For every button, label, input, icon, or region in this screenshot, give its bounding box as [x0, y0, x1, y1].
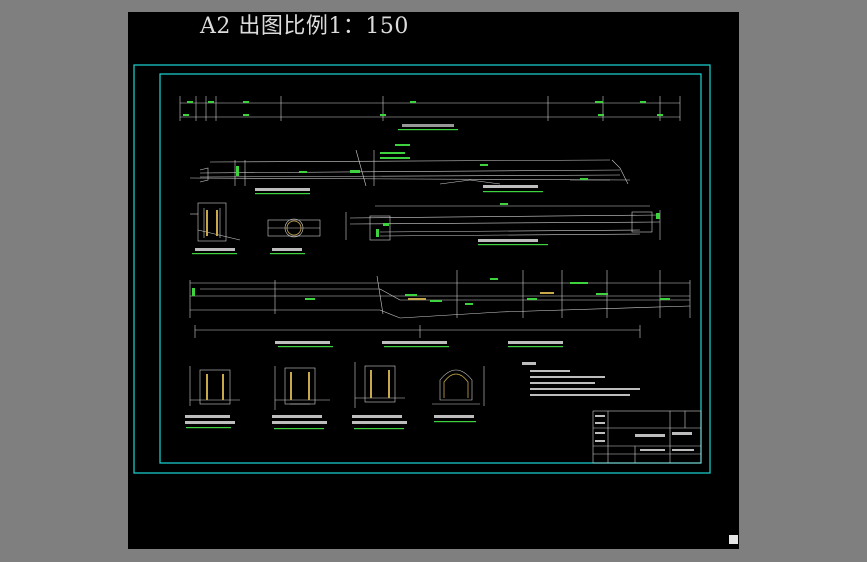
inner-frame [159, 73, 702, 464]
section-label-1 [255, 188, 310, 191]
top-dimension-chain [179, 96, 681, 121]
plan-label-underline [398, 129, 458, 131]
bottom-section-1 [189, 366, 240, 406]
top-dimension-ticks [183, 101, 663, 116]
cross-section-cc [190, 202, 241, 242]
outer-frame [133, 64, 711, 474]
long-section-2 [345, 205, 661, 241]
main-profile [189, 270, 691, 338]
section-label-2 [483, 185, 538, 188]
ucs-icon [729, 535, 738, 544]
bottom-section-2 [274, 366, 330, 410]
cross-section-dd [267, 218, 321, 238]
title-block [592, 410, 702, 464]
bottom-section-3 [354, 362, 405, 408]
long-section-1 [189, 149, 631, 187]
drawing-canvas [128, 12, 739, 549]
notes-block [522, 362, 640, 396]
drawing-title: A2 出图比例1：150 [200, 14, 409, 39]
bottom-section-4 [432, 366, 485, 406]
